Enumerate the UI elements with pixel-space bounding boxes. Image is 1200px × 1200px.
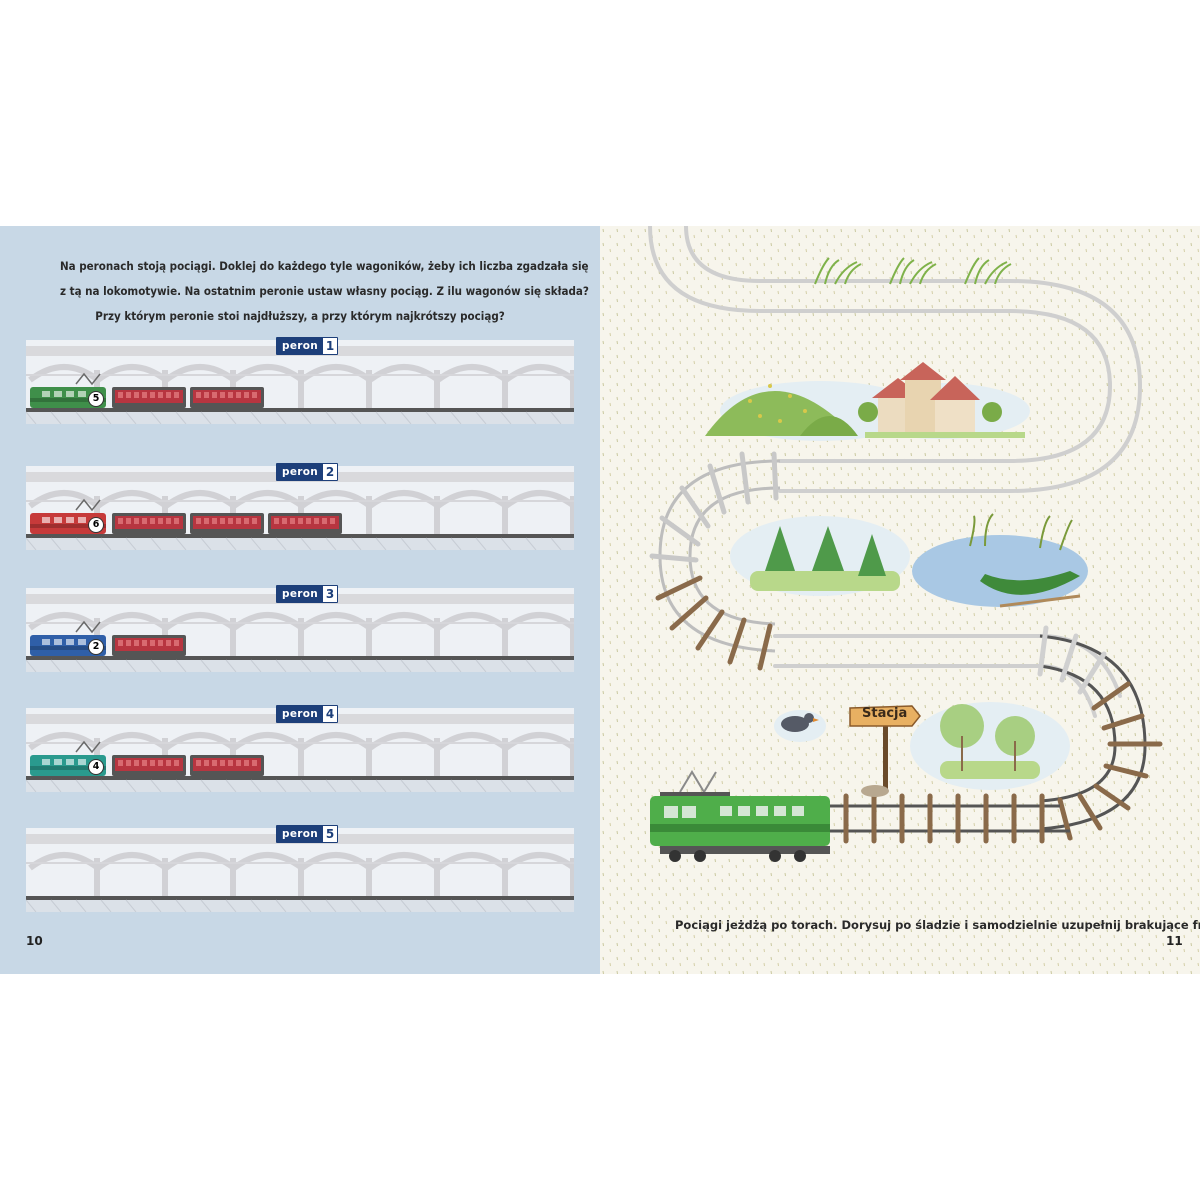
peron-sign-label: peron <box>282 588 319 600</box>
platform-2: peron 2 6 <box>26 463 574 550</box>
left-page: Na peronach stoją pociągi. Doklej do każ… <box>0 226 600 974</box>
peron-sign-number: 2 <box>323 464 338 480</box>
track-lower-curve <box>1037 625 1163 841</box>
peron-sign: peron 4 <box>276 705 339 723</box>
page-number-left: 10 <box>26 934 43 948</box>
grass-illustration <box>814 257 1012 285</box>
right-page: Stacja Pociągi jeżdżą po torach. Dorysuj… <box>600 226 1200 974</box>
peron-sign: peron 5 <box>276 825 339 843</box>
bird-illustration <box>774 710 826 742</box>
locomotive-number: 4 <box>88 759 104 775</box>
platform-3: peron 3 2 <box>26 585 574 672</box>
bushes-illustration <box>910 702 1070 790</box>
track-upper-curve <box>649 451 781 671</box>
locomotive-number: 2 <box>88 639 104 655</box>
forest-illustration <box>730 516 910 596</box>
instruction-line: z tą na lokomotywie. Na ostatnim peronie… <box>60 284 589 298</box>
book-spread: Na peronach stoją pociągi. Doklej do każ… <box>0 226 1200 974</box>
platform-4: peron 4 4 <box>26 705 574 792</box>
caption-text: Pociągi jeżdżą po torach. Dorysuj po śla… <box>675 918 1200 932</box>
platform-1: peron 1 5 <box>26 337 574 424</box>
peron-sign-number: 3 <box>323 586 338 602</box>
instruction-line: Przy którym peronie stoi najdłuższy, a p… <box>95 309 505 323</box>
village-illustration <box>705 362 1030 441</box>
instruction-line: Na peronach stoją pociągi. Doklej do każ… <box>60 259 589 273</box>
station-sign-label: Stacja <box>862 706 908 721</box>
platform-illustration <box>26 588 574 672</box>
peron-sign-number: 1 <box>323 338 338 354</box>
locomotive-number: 6 <box>88 517 104 533</box>
train-illustration <box>650 770 830 862</box>
peron-sign: peron 2 <box>276 463 339 481</box>
track-bottom-straight <box>830 793 1070 844</box>
platform-illustration <box>26 340 574 424</box>
peron-sign-number: 5 <box>323 826 338 842</box>
peron-sign: peron 3 <box>276 585 339 603</box>
peron-sign-label: peron <box>282 466 319 478</box>
peron-sign-label: peron <box>282 340 319 352</box>
lake-boat-illustration <box>912 513 1088 608</box>
track-maze-illustration <box>600 226 1200 974</box>
station-sign-illustration <box>849 705 921 797</box>
locomotive-number: 5 <box>88 391 104 407</box>
page-number-right: 11 <box>1166 934 1183 948</box>
peron-sign-number: 4 <box>323 706 338 722</box>
peron-sign-label: peron <box>282 828 319 840</box>
peron-sign-label: peron <box>282 708 319 720</box>
instruction-text: Na peronach stoją pociągi. Doklej do każ… <box>60 254 589 329</box>
platform-5: peron 5 <box>26 825 574 912</box>
peron-sign: peron 1 <box>276 337 339 355</box>
